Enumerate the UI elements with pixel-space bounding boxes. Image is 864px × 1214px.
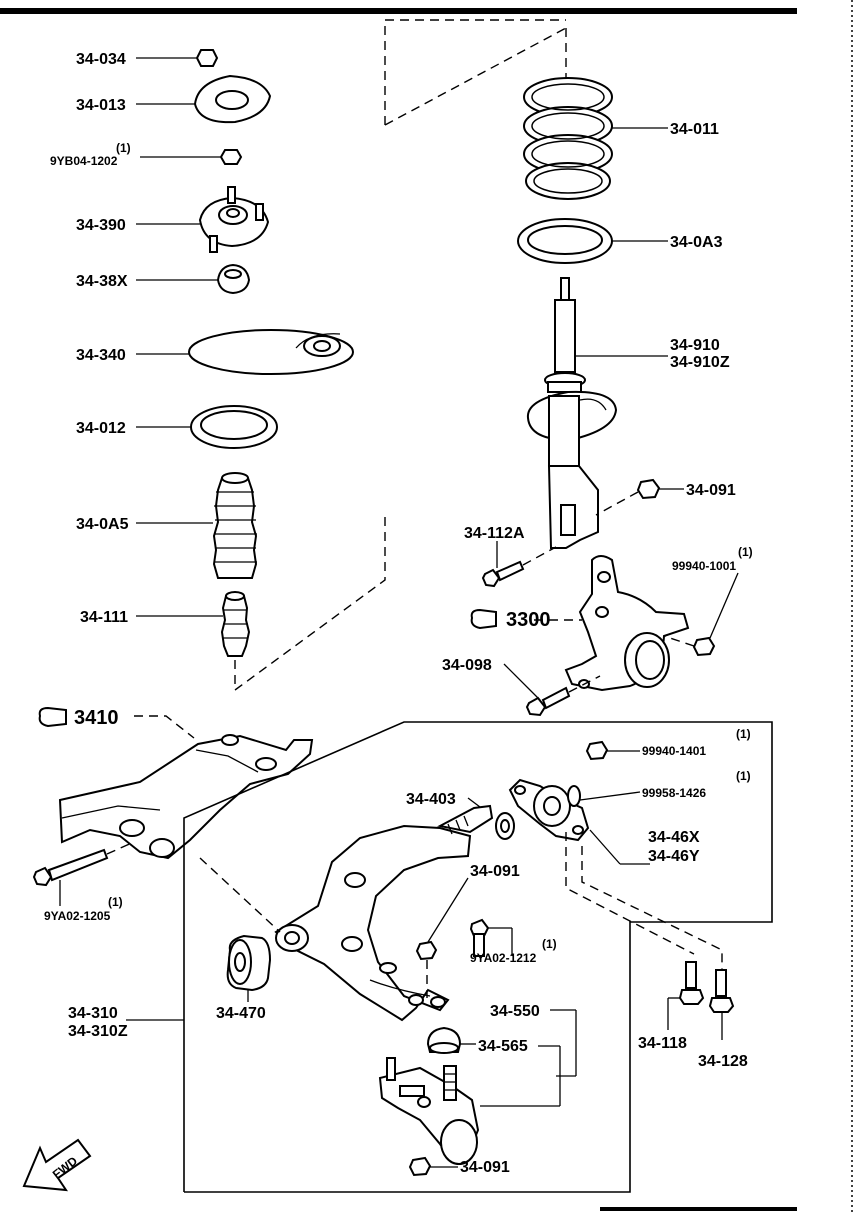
- part-34-034-nut: [136, 49, 219, 67]
- part-34-091-nut-bottom: [408, 1156, 458, 1177]
- label-34-565: 34-565: [478, 1038, 528, 1055]
- label-34-550: 34-550: [490, 1003, 540, 1020]
- label-34-910: 34-910: [670, 337, 720, 354]
- label-34-470: 34-470: [216, 1005, 266, 1022]
- label-99940-1001-note: (1): [738, 545, 753, 559]
- part-34-112a-bolt: [481, 541, 557, 588]
- dashed-guide-34-118: [565, 832, 695, 955]
- part-9ya02-1212-bolt: [469, 918, 513, 957]
- part-3410-crossmember: [58, 734, 314, 860]
- label-99940-1401: 99940-1401: [642, 744, 706, 758]
- part-34-091-nut-mid: [415, 877, 469, 998]
- label-99958-1426: 99958-1426: [642, 786, 706, 800]
- part-34-470-bushing: [226, 934, 272, 1002]
- part-34-550-ball-joint: [378, 1009, 577, 1165]
- label-9ya02-1205: 9YA02-1205: [44, 909, 111, 923]
- label-34-111: 34-111: [80, 609, 128, 626]
- label-34-012: 34-012: [76, 420, 126, 437]
- label-34-091-mid: 34-091: [470, 863, 520, 880]
- label-34-091-bot: 34-091: [460, 1159, 510, 1176]
- top-border: [0, 8, 797, 14]
- part-34-38x-bearing: [136, 263, 251, 295]
- part-34-46x-bushing-bracket: [508, 778, 650, 865]
- label-34-118: 34-118: [638, 1035, 687, 1052]
- label-9ya02-1212: 9YA02-1212: [470, 951, 537, 965]
- label-34-112a: 34-112A: [464, 525, 525, 542]
- label-34-403: 34-403: [406, 791, 456, 808]
- dashed-guide-diagonal: [384, 27, 567, 126]
- part-34-565-ball-joint-boot: [426, 1026, 561, 1107]
- label-99940-1401-note: (1): [736, 727, 751, 741]
- label-9yb04-1202: 9YB04-1202: [50, 154, 118, 168]
- fwd-arrow-icon: [22, 1138, 92, 1192]
- label-34-46y: 34-46Y: [648, 848, 700, 865]
- part-9ya02-1205-bolt: [32, 841, 135, 906]
- label-34-38x: 34-38X: [76, 273, 128, 290]
- part-34-910-strut: [526, 277, 668, 549]
- part-34-390-mount: [136, 186, 270, 253]
- part-34-310-lower-arm: [274, 804, 494, 1022]
- part-34-111-bump-stop: [136, 591, 251, 657]
- part-34-0a5-bump-boot: [136, 472, 258, 579]
- label-34-340: 34-340: [76, 347, 126, 364]
- dashed-guide-34-128: [581, 846, 723, 980]
- part-34-128-bolt: [708, 969, 735, 1040]
- label-9yb04-note: (1): [116, 141, 131, 155]
- label-34-034: 34-034: [76, 51, 126, 68]
- lower-arm-box-outline: [183, 721, 773, 1193]
- label-34-310: 34-310: [68, 1005, 118, 1022]
- label-34-013: 34-013: [76, 97, 126, 114]
- label-99940-1001: 99940-1001: [672, 559, 736, 573]
- label-34-011: 34-011: [670, 121, 719, 138]
- label-34-128: 34-128: [698, 1053, 748, 1070]
- part-3300-knuckle: [534, 555, 690, 692]
- label-ref-3300: 3300: [506, 609, 551, 631]
- dashed-guide-top: [384, 19, 566, 125]
- part-34-091-nut-top: [595, 478, 684, 516]
- bottom-border: [600, 1207, 797, 1211]
- part-34-0a3-insulator: [517, 218, 668, 264]
- part-34-011-coil-spring: [523, 77, 668, 200]
- part-99940-1001-nut: [663, 572, 739, 657]
- part-99958-1426-washer: [567, 785, 641, 807]
- label-ref-3410: 3410: [74, 707, 119, 729]
- part-34-118-bolt: [667, 961, 705, 1030]
- ref-3410-leader: [134, 715, 195, 739]
- label-34-0a5: 34-0A5: [76, 516, 129, 533]
- part-34-012-ring: [136, 405, 278, 449]
- part-34-340-spring-seat: [136, 329, 354, 375]
- label-9ya02-1205-note: (1): [108, 895, 123, 909]
- label-34-910z: 34-910Z: [670, 354, 730, 371]
- label-34-0a3: 34-0A3: [670, 234, 723, 251]
- part-34-013-plate: [136, 74, 272, 124]
- label-34-098: 34-098: [442, 657, 492, 674]
- dashed-guide-crossmember: [199, 857, 281, 933]
- label-34-390: 34-390: [76, 217, 126, 234]
- dashed-guide-left: [234, 515, 386, 692]
- label-9ya02-1212-note: (1): [542, 937, 557, 951]
- part-9yb04-1202-nut: [140, 149, 243, 165]
- label-99958-1426-note: (1): [736, 769, 751, 783]
- label-34-310z: 34-310Z: [68, 1023, 128, 1040]
- label-34-091-top: 34-091: [686, 482, 736, 499]
- part-34-098-bolt: [503, 663, 601, 717]
- ref-3300-pointer-icon: [470, 608, 497, 630]
- part-99940-1401-nut: [585, 740, 640, 761]
- ref-3410-pointer-icon: [38, 706, 67, 728]
- label-34-46x: 34-46X: [648, 829, 700, 846]
